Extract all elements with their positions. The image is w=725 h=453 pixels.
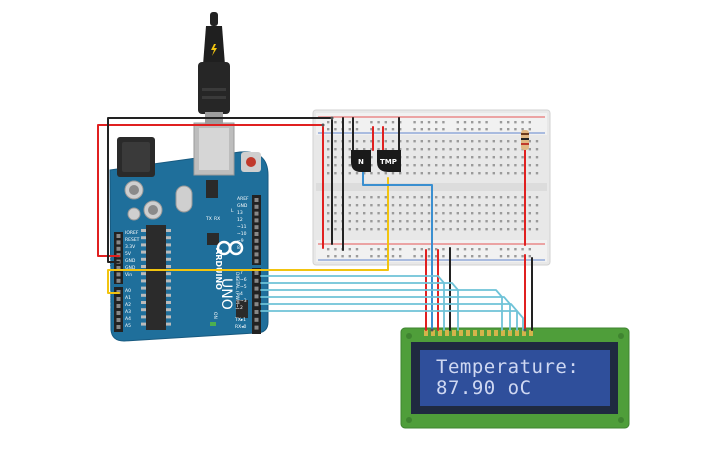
svg-text:~10: ~10 xyxy=(237,231,247,237)
svg-text:7: 7 xyxy=(240,270,243,276)
svg-text:RX◂0: RX◂0 xyxy=(235,324,246,330)
tx-label: TX xyxy=(205,216,212,222)
lcd-line-1: Temperature: xyxy=(436,356,580,378)
lcd-line-2: 87.90 oC xyxy=(436,377,532,399)
breadboard-holes xyxy=(327,121,539,258)
atmega-chip xyxy=(146,225,166,330)
on-label: ON xyxy=(212,312,218,319)
model-label: UNO xyxy=(218,278,234,310)
svg-text:2: 2 xyxy=(240,305,243,311)
tmp-label: TMP xyxy=(380,158,397,166)
svg-text:3.3V: 3.3V xyxy=(125,244,136,250)
svg-text:~5: ~5 xyxy=(240,284,247,290)
tmp-sensor[interactable]: TMP xyxy=(377,150,401,172)
svg-text:AREF: AREF xyxy=(237,196,249,202)
npn-label: N xyxy=(358,158,364,166)
arduino-logo xyxy=(216,240,244,256)
wires xyxy=(97,117,533,331)
svg-text:4: 4 xyxy=(240,291,243,297)
svg-text:A0: A0 xyxy=(125,288,131,294)
svg-text:~11: ~11 xyxy=(237,224,247,230)
crystal xyxy=(175,185,193,213)
digital-label: DIGITAL (PWM~) xyxy=(234,272,240,310)
svg-text:IOREF: IOREF xyxy=(125,230,139,236)
svg-text:~3: ~3 xyxy=(240,298,247,304)
svg-text:GND: GND xyxy=(237,203,248,209)
svg-text:12: 12 xyxy=(237,217,243,223)
usb-cable[interactable] xyxy=(198,12,230,124)
svg-text:13: 13 xyxy=(237,210,243,216)
svg-text:GND: GND xyxy=(125,258,136,264)
resistor xyxy=(521,130,529,150)
svg-text:Vin: Vin xyxy=(125,272,132,278)
analog-label: ANALOG IN xyxy=(105,290,111,315)
svg-text:TX▸1: TX▸1 xyxy=(234,317,246,323)
svg-text:A1: A1 xyxy=(125,295,131,301)
svg-text:RESET: RESET xyxy=(125,237,140,243)
top-pin-labels: AREF GND 13 12 ~11 ~10 ~9 8 xyxy=(237,196,249,251)
on-led xyxy=(210,322,216,326)
analog-pin-labels: A0 A1 A2 A3 A4 A5 xyxy=(125,288,131,329)
svg-text:~9: ~9 xyxy=(237,238,244,244)
wire-a0 xyxy=(107,177,389,294)
wire-gnd xyxy=(107,117,333,263)
lcd-module[interactable] xyxy=(400,327,630,429)
lightning-icon xyxy=(211,44,217,56)
bottom-pin-labels: 7 ~6 ~5 4 ~3 2 TX▸1 RX◂0 xyxy=(234,270,247,330)
lcd-screen xyxy=(420,350,610,406)
svg-text:~6: ~6 xyxy=(240,277,247,283)
svg-text:A3: A3 xyxy=(125,309,131,315)
svg-text:A4: A4 xyxy=(125,316,131,322)
power-pin-labels: IOREF RESET 3.3V 5V GND GND Vin xyxy=(125,230,140,278)
power-label: POWER xyxy=(105,256,111,273)
svg-text:A5: A5 xyxy=(125,323,131,329)
svg-text:A2: A2 xyxy=(125,302,131,308)
npn-transistor[interactable]: N xyxy=(351,150,371,172)
lcd-header-pins xyxy=(424,330,533,336)
svg-text:8: 8 xyxy=(237,245,240,251)
svg-text:GND: GND xyxy=(125,265,136,271)
l-label: L xyxy=(231,208,234,214)
wire-signal xyxy=(362,169,433,331)
wire-ends xyxy=(321,116,527,332)
wire-data-bus xyxy=(260,275,524,331)
rx-label: RX xyxy=(214,216,220,222)
svg-text:5V: 5V xyxy=(125,251,132,257)
arduino-board[interactable]: ARDUINO UNO DIGITAL (PWM~) POWER ANALOG … xyxy=(105,122,269,342)
